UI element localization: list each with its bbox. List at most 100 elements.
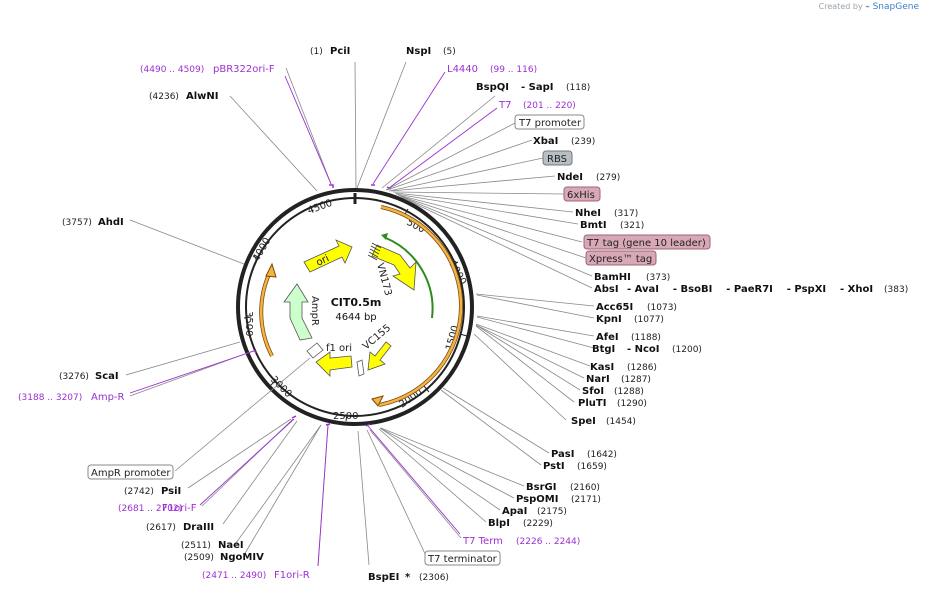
site-name-pspomi: PspOMI xyxy=(516,494,558,505)
site-pos-bmti: (321) xyxy=(620,221,644,231)
site-name-bspei: BspEI xyxy=(368,572,399,583)
site-pos-ngomiv: (2509) xyxy=(184,553,214,563)
site-pos-nspi: (5) xyxy=(443,47,456,57)
feature-box-6xhis xyxy=(563,186,601,202)
orf-arc-right-head xyxy=(371,395,384,407)
site-pos-psti: (1659) xyxy=(577,462,607,472)
site-name-ngomiv: NgoMIV xyxy=(220,552,264,563)
site-pos-naei: (2511) xyxy=(181,541,211,551)
feature-ampr-label: AmpR xyxy=(309,296,320,326)
snapgene-credit: Created by ⌁ SnapGene xyxy=(819,2,919,12)
feature-label-rbs: RBS xyxy=(547,154,567,165)
primer-leader-lines xyxy=(129,71,498,567)
feature-label-xpress-tag: Xpress™ tag xyxy=(589,254,652,265)
site-name-pluti: PluTI xyxy=(578,398,606,409)
site-name-alwni: AlwNI xyxy=(186,91,219,102)
site-pos-bspqi: (118) xyxy=(566,83,590,93)
site-pos-pasi: (1642) xyxy=(587,450,617,460)
orf-arc-right-fill xyxy=(378,205,463,407)
primer-pos-amp-r: (3188 .. 3207) xyxy=(18,393,82,403)
site-name-btgi: BtgI xyxy=(592,344,615,355)
site-name-acc65i: Acc65I xyxy=(596,302,633,313)
feature-label-t7-tag: T7 tag (gene 10 leader) xyxy=(586,238,706,249)
feature-f1ori-label: f1 ori xyxy=(326,343,352,354)
site-name-nspi: NspI xyxy=(406,46,431,57)
feature-box-rbs xyxy=(542,150,573,166)
feature-ori-arrow xyxy=(303,239,353,273)
primer-pos-t7-term: (2226 .. 2244) xyxy=(516,537,580,547)
credit-prefix: Created by xyxy=(818,2,863,11)
site-name-ndei: NdeI xyxy=(557,172,583,183)
feature-box-t7-terminator xyxy=(424,550,501,566)
feature-ori-label: ori xyxy=(315,253,331,268)
tick-label-2500: 2500 xyxy=(333,411,358,422)
site-pos-draiii: (2617) xyxy=(146,523,176,533)
site-name-nhei: NheI xyxy=(575,208,601,219)
site-name-xbai: XbaI xyxy=(533,136,558,147)
plasmid-name: CIT0.5m xyxy=(331,296,382,309)
green-marker-arc xyxy=(385,237,434,319)
primer-name-pbr322ori-f: pBR322ori-F xyxy=(213,64,275,75)
site-name-bmti: BmtI xyxy=(580,220,607,231)
snapgene-logo-icon: ⌁ xyxy=(865,2,871,11)
site-pos-blpi: (2229) xyxy=(523,519,553,529)
site-name-nari: NarI xyxy=(586,374,610,385)
primer-pos-l4440: (99 .. 116) xyxy=(490,65,537,75)
site-name-pcii: PciI xyxy=(330,46,350,57)
primer-pos-f1ori-r: (2471 .. 2490) xyxy=(202,571,266,581)
feature-box-t7-promoter xyxy=(514,114,585,130)
site-name-draiii: DraIII xyxy=(183,522,214,533)
primer-name-l4440: L4440 xyxy=(447,64,478,75)
site-pos-bamhi: (373) xyxy=(646,273,670,283)
site-pos-pcii: (1) xyxy=(310,47,323,57)
site-pos-acc65i: (1073) xyxy=(647,303,677,313)
feature-box-xpress-tag xyxy=(585,250,657,266)
site-name-bspqi: BspQI xyxy=(476,82,509,93)
site-name-absi: AbsI xyxy=(594,284,619,295)
site-name-afei: AfeI xyxy=(596,332,619,343)
site-pos-kpni: (1077) xyxy=(634,315,664,325)
site-name-bamhi: BamHI xyxy=(594,272,631,283)
feature-ampr-arrow xyxy=(283,283,313,341)
site-extra-bspei: * xyxy=(405,572,411,583)
t7-terminator-mark xyxy=(356,359,365,377)
primer-name-t7-term: T7 Term xyxy=(462,536,503,547)
site-name-sfoi: SfoI xyxy=(582,386,604,397)
tick-label-3500: 3500 xyxy=(243,311,254,336)
feature-label-ampr-promoter: AmpR promoter xyxy=(91,468,171,479)
site-pos-psii: (2742) xyxy=(124,487,154,497)
site-pos-ndei: (279) xyxy=(596,173,620,183)
site-pos-nari: (1287) xyxy=(621,375,651,385)
site-pos-scai: (3276) xyxy=(59,372,89,382)
site-pos-alwni: (4236) xyxy=(149,92,179,102)
feature-f1ori-arrow xyxy=(315,351,353,377)
primer-name-t7: T7 xyxy=(498,100,511,111)
feature-vn173-arrow xyxy=(371,244,417,291)
site-pos-xbai: (239) xyxy=(571,137,595,147)
site-pos-bsrgi: (2160) xyxy=(570,483,600,493)
feature-box-t7-tag xyxy=(583,234,711,250)
primer-markers xyxy=(253,184,392,427)
leader-lines xyxy=(125,61,595,567)
site-pos-nhei: (317) xyxy=(614,209,638,219)
site-name-kasi: KasI xyxy=(590,362,614,373)
plasmid-size: 4644 bp xyxy=(335,312,376,323)
site-name-pasi: PasI xyxy=(551,449,574,460)
site-pos-sfoi: (1288) xyxy=(614,387,644,397)
green-marker-arrow xyxy=(381,233,388,240)
site-name-psii: PsiI xyxy=(161,486,181,497)
primer-pos-t7: (201 .. 220) xyxy=(523,101,576,111)
site-name-bsrgi: BsrGI xyxy=(526,482,556,493)
credit-brand: SnapGene xyxy=(872,2,919,12)
site-pos-pspomi: (2171) xyxy=(571,495,601,505)
site-extra-absi: - AvaI - BsoBI - PaeR7I - PspXI - XhoI xyxy=(627,284,873,295)
site-name-blpi: BlpI xyxy=(488,518,510,529)
vn173-hatch xyxy=(367,242,382,261)
site-extra-bspqi: - SapI xyxy=(521,82,553,93)
orf-arc-left-head xyxy=(265,262,277,278)
site-pos-ahdi: (3757) xyxy=(62,218,92,228)
site-name-scai: ScaI xyxy=(95,371,119,382)
backbone-outer-ring xyxy=(236,188,474,426)
feature-label-t7-promoter: T7 promoter xyxy=(518,118,582,129)
